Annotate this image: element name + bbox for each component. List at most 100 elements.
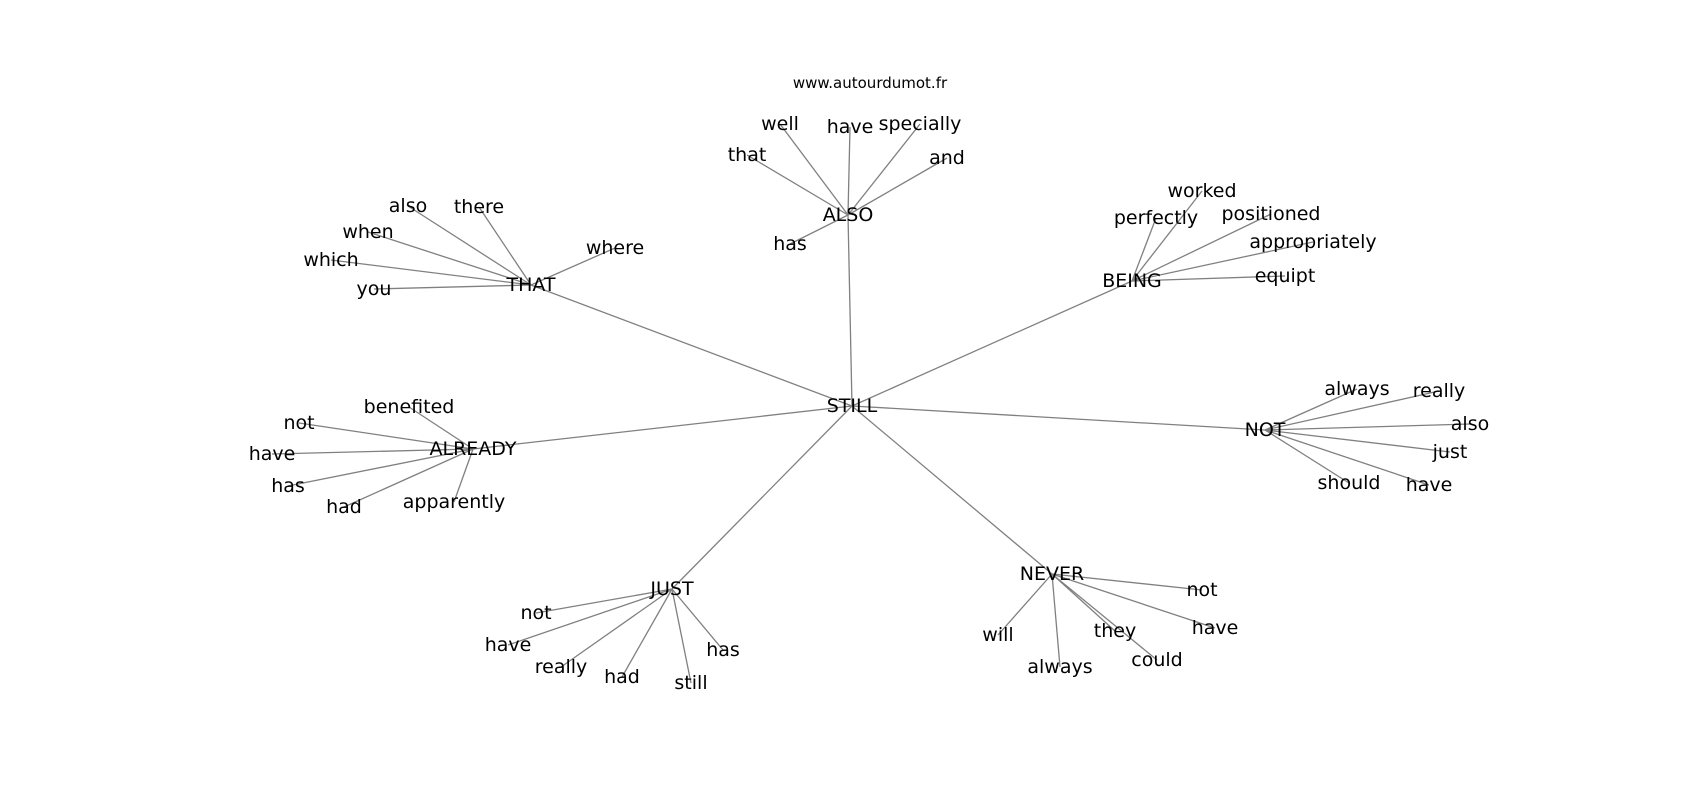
edge xyxy=(779,123,849,216)
edge xyxy=(330,259,532,286)
edge xyxy=(847,214,853,407)
edge xyxy=(1131,217,1157,282)
edge xyxy=(367,231,532,286)
leaf-word: specially xyxy=(879,113,962,135)
leaf-word: apparently xyxy=(403,491,506,513)
leaf-word: benefited xyxy=(364,396,455,418)
edge xyxy=(1264,429,1430,486)
leaf-word: could xyxy=(1131,649,1182,671)
leaf-word: not xyxy=(1186,579,1217,601)
edge xyxy=(1131,213,1272,282)
edge xyxy=(1051,573,1158,661)
edge xyxy=(287,448,474,487)
edge xyxy=(507,588,673,646)
edge xyxy=(1131,241,1314,282)
edge xyxy=(847,123,921,216)
leaf-word: that xyxy=(728,144,767,166)
edge xyxy=(408,406,474,450)
leaf-word: just xyxy=(1432,441,1468,463)
leaf-word: have xyxy=(249,443,296,465)
edge xyxy=(847,126,851,216)
hub-word-never: NEVER xyxy=(1020,563,1084,585)
edge xyxy=(671,588,692,684)
edge xyxy=(1264,388,1358,431)
edge xyxy=(472,405,853,450)
leaf-word: equipt xyxy=(1255,265,1316,287)
edge xyxy=(1131,190,1203,282)
hub-word-already: ALREADY xyxy=(430,438,517,460)
leaf-word: also xyxy=(389,195,427,217)
leaf-word: appropriately xyxy=(1249,231,1376,253)
edge xyxy=(453,448,474,503)
leaf-word: has xyxy=(773,233,807,255)
leaf-word: they xyxy=(1094,620,1136,642)
edge xyxy=(1051,573,1216,629)
edge xyxy=(298,422,474,450)
leaf-word: well xyxy=(761,113,799,135)
edge xyxy=(560,588,673,668)
leaf-word: have xyxy=(1406,474,1453,496)
leaf-word: still xyxy=(674,672,707,694)
leaf-word: have xyxy=(827,116,874,138)
leaf-word: always xyxy=(1324,378,1389,400)
edge xyxy=(1264,429,1451,453)
leaf-word: not xyxy=(283,412,314,434)
edge xyxy=(530,284,853,407)
leaf-word: and xyxy=(929,147,965,169)
edge xyxy=(530,247,616,286)
hub-word-being: BEING xyxy=(1102,270,1162,292)
leaf-word: has xyxy=(271,475,305,497)
edge xyxy=(789,214,849,245)
edge xyxy=(997,573,1053,636)
leaf-word: also xyxy=(1451,413,1489,435)
leaf-word: had xyxy=(326,496,362,518)
edge xyxy=(671,405,853,590)
edge xyxy=(1264,429,1350,484)
hub-word-just: JUST xyxy=(649,578,694,600)
leaf-word: you xyxy=(357,278,392,300)
hub-word-that: THAT xyxy=(505,274,555,296)
leaf-word: have xyxy=(1192,617,1239,639)
leaf-word: which xyxy=(303,249,358,271)
leaf-word: not xyxy=(520,602,551,624)
edge xyxy=(535,588,673,614)
edge xyxy=(407,205,532,286)
edge xyxy=(851,405,1053,575)
edge xyxy=(1051,573,1061,668)
center-word: STILL xyxy=(827,395,878,417)
edge xyxy=(671,588,724,651)
edge xyxy=(851,280,1133,407)
edge xyxy=(1264,390,1440,431)
edge xyxy=(847,157,948,216)
edge xyxy=(1131,275,1286,282)
leaf-word: had xyxy=(604,666,640,688)
hub-word-not: NOT xyxy=(1245,419,1286,441)
leaf-word: positioned xyxy=(1221,203,1320,225)
edge xyxy=(478,206,532,286)
leaf-word: when xyxy=(342,221,393,243)
edges-layer xyxy=(271,123,1471,684)
edge xyxy=(343,448,474,508)
leaf-word: really xyxy=(1413,380,1466,402)
site-title: www.autourdumot.fr xyxy=(793,74,948,92)
edge xyxy=(746,154,849,216)
leaf-word: perfectly xyxy=(1114,207,1198,229)
edge xyxy=(271,448,474,455)
edge xyxy=(1051,573,1116,632)
leaf-word: worked xyxy=(1167,180,1236,202)
hub-word-also: ALSO xyxy=(823,204,874,226)
leaf-word: where xyxy=(586,237,644,259)
leaf-word: always xyxy=(1027,656,1092,678)
edge xyxy=(621,588,673,678)
edge xyxy=(851,405,1266,431)
leaf-word: will xyxy=(982,624,1013,646)
edge xyxy=(1051,573,1203,591)
leaf-word: should xyxy=(1318,472,1381,494)
leaf-word: really xyxy=(535,656,588,678)
leaf-word: has xyxy=(706,639,740,661)
leaf-word: there xyxy=(454,196,504,218)
edge xyxy=(1264,423,1471,431)
edge xyxy=(373,284,532,290)
